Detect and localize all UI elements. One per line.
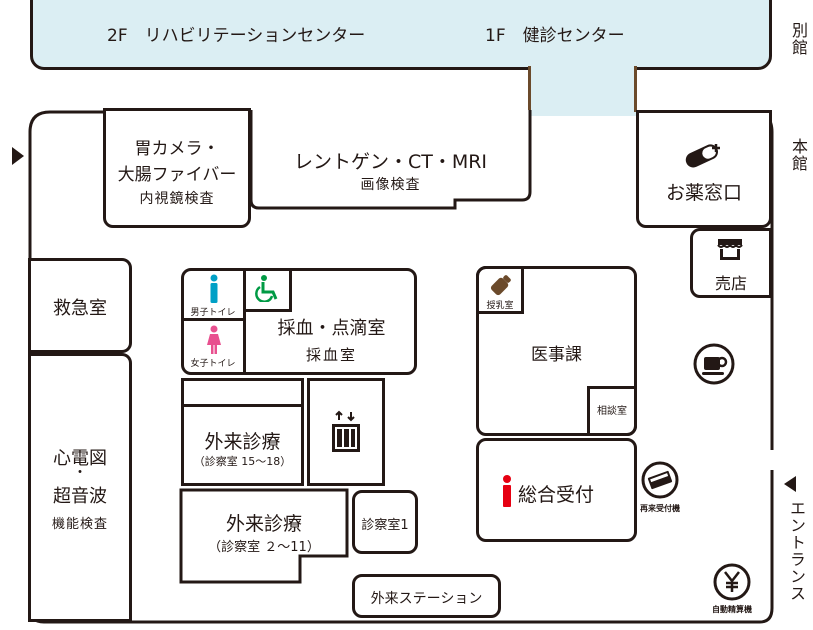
main-building-label: 本館: [789, 138, 808, 172]
nursing-room[interactable]: [476, 266, 524, 314]
blood-title: 採血・点滴室: [277, 318, 386, 339]
emergency-label: 救急室: [53, 298, 107, 319]
male-toilet-icon: [210, 274, 218, 303]
ecg-line1: 心電図: [53, 448, 107, 469]
consultation-room-label: 相談室: [597, 406, 627, 417]
annex-connector: [530, 60, 636, 116]
yen-icon[interactable]: [712, 562, 752, 602]
pill-icon: [685, 144, 720, 168]
medical-affairs-label: 医事課: [531, 345, 582, 365]
pharmacy-window[interactable]: [636, 110, 772, 228]
outpatient-a-subtitle: （診察室 15～18）: [193, 455, 292, 468]
annex-building: [30, 0, 772, 70]
endoscopy-line1: 胃カメラ・: [134, 139, 220, 159]
outpatient-a-corridor-line: [181, 404, 304, 407]
baby-bottle-icon: [490, 275, 511, 296]
endoscopy-line2: 大腸ファイバー: [117, 165, 237, 185]
female-toilet-label: 女子トイレ: [190, 359, 236, 369]
toilet-divider-v: [243, 268, 246, 375]
pharmacy-label: お薬窓口: [665, 182, 742, 204]
outpatient-station[interactable]: [352, 574, 501, 618]
outpatient-b-label: 外来診療: [225, 513, 302, 535]
exam-room-1-label: 診察室1: [361, 518, 409, 533]
station-label: 外来ステーション: [370, 591, 483, 607]
exam-room-1[interactable]: [352, 490, 418, 554]
male-toilet-label: 男子トイレ: [190, 308, 236, 318]
right-entrance-arrow: [784, 476, 796, 492]
elevator-icon: [332, 410, 360, 452]
imaging-title: レントゲン・CT・MRI: [293, 151, 488, 173]
endoscopy-room[interactable]: [103, 108, 251, 228]
function-test-room[interactable]: [28, 353, 132, 622]
entrance-label: エントランス: [787, 500, 806, 602]
left-entrance-arrow: [12, 147, 24, 165]
outpatient-a-label: 外来診療: [204, 431, 281, 453]
cafe-icon: [693, 343, 735, 385]
annex-checkup-label: 1F 健診センター: [485, 26, 625, 46]
ecg-line2: 超音波: [53, 486, 107, 507]
blood-subtitle: 採血室: [305, 346, 357, 364]
shop-icon: [717, 239, 743, 260]
toilet-divider-h: [181, 318, 245, 321]
annex-connector-wall-left: [528, 66, 531, 112]
endoscopy-line3: 内視鏡検査: [139, 191, 215, 207]
outpatient-b-subtitle: （診察室 ２～11）: [208, 540, 320, 555]
ecg-dot: ・: [73, 465, 87, 481]
general-reception[interactable]: [476, 438, 637, 542]
emergency-room[interactable]: [28, 258, 132, 353]
blood-collection-room[interactable]: [181, 268, 417, 375]
accessible-toilet-box[interactable]: [245, 268, 292, 312]
imaging-subtitle: 画像検査: [360, 177, 421, 193]
annex-label: 別館: [789, 22, 808, 56]
annex-rehab-label: 2F リハビリテーションセンター: [107, 26, 366, 46]
reentry-machine-label: 再来受付機: [640, 504, 680, 513]
shop-label: 売店: [714, 274, 747, 293]
wheelchair-icon: [255, 275, 278, 302]
outpatient-clinic-a[interactable]: [181, 378, 304, 486]
payment-machine-label: 自動精算機: [712, 605, 752, 614]
nursing-room-label: 授乳室: [486, 301, 514, 311]
female-toilet-icon: [207, 325, 221, 354]
info-icon: [503, 475, 511, 507]
annex-connector-wall-right: [634, 66, 637, 112]
elevator[interactable]: [307, 378, 385, 486]
consultation-room[interactable]: [587, 386, 637, 436]
reception-label: 総合受付: [518, 484, 595, 506]
medical-affairs-office[interactable]: [476, 266, 637, 436]
reentry-machine-icon[interactable]: [640, 460, 680, 500]
ecg-line3: 機能検査: [51, 517, 108, 532]
